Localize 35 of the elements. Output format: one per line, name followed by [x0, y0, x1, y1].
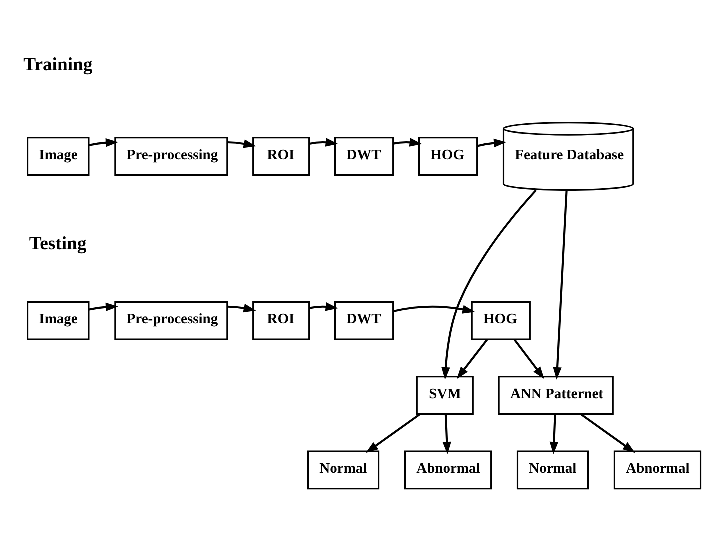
arrow — [514, 338, 545, 379]
arrow — [228, 139, 256, 148]
arrow — [477, 138, 507, 148]
node-box: Image — [27, 136, 90, 176]
node-box: Normal — [516, 450, 590, 490]
arrow — [442, 414, 452, 454]
node-box: HOG — [418, 136, 478, 176]
node-box: Abnormal — [614, 450, 702, 490]
label: Training — [24, 54, 93, 75]
arrow — [309, 302, 338, 311]
arrow — [309, 138, 338, 146]
arrow — [442, 189, 537, 380]
arrow — [553, 190, 568, 380]
arrow — [580, 412, 636, 453]
label: Testing — [29, 233, 87, 254]
arrow — [456, 338, 488, 379]
arrow — [550, 414, 559, 454]
node-box: Image — [27, 300, 90, 340]
arrow — [89, 302, 118, 312]
node-box: Pre-processing — [114, 136, 228, 176]
node-box: ANN Patternet — [498, 376, 614, 414]
arrow — [89, 138, 118, 147]
node-box: HOG — [471, 300, 531, 340]
node-box: DWT — [334, 300, 394, 340]
node-box: DWT — [334, 136, 394, 176]
node-box: ROI — [252, 136, 310, 176]
arrow — [366, 412, 421, 453]
node-box: ROI — [252, 300, 310, 340]
arrow — [393, 304, 476, 314]
node-box: SVM — [416, 376, 474, 414]
arrow — [228, 304, 256, 312]
node-box: Abnormal — [404, 450, 492, 490]
arrow — [393, 138, 422, 146]
node-box: Pre-processing — [114, 300, 228, 340]
node-box: Normal — [308, 450, 380, 490]
